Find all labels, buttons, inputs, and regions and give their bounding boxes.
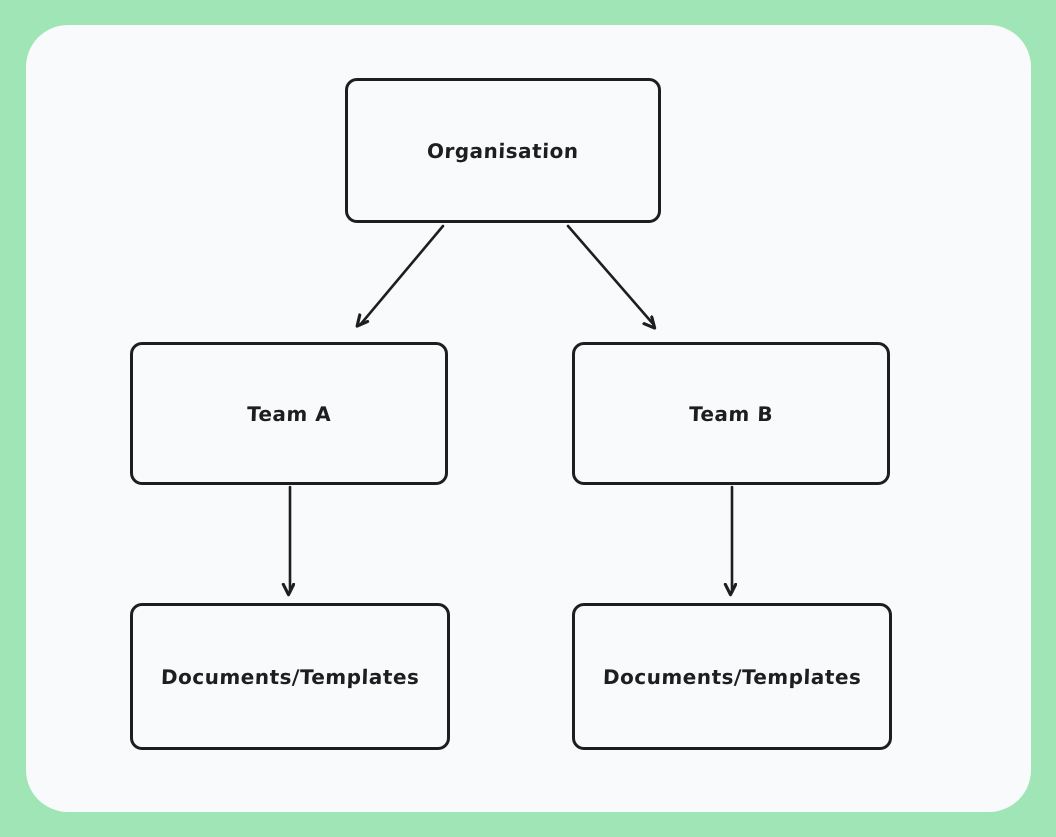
node-team-b-label: Team B	[688, 401, 774, 426]
edge-organisation-to-team-b[interactable]	[566, 224, 654, 325]
node-documents-templates-a-label: Documents/Templates	[160, 664, 420, 689]
node-organisation[interactable]: Organisation	[345, 78, 661, 223]
node-documents-templates-b[interactable]: Documents/Templates	[572, 603, 892, 750]
node-documents-templates-b-label: Documents/Templates	[602, 664, 862, 689]
node-team-a[interactable]: Team A	[130, 342, 448, 485]
node-documents-templates-a[interactable]: Documents/Templates	[130, 603, 450, 750]
node-organisation-label: Organisation	[426, 138, 580, 163]
edge-organisation-to-team-a[interactable]	[360, 224, 445, 325]
node-team-a-label: Team A	[246, 401, 332, 426]
node-team-b[interactable]: Team B	[572, 342, 890, 485]
